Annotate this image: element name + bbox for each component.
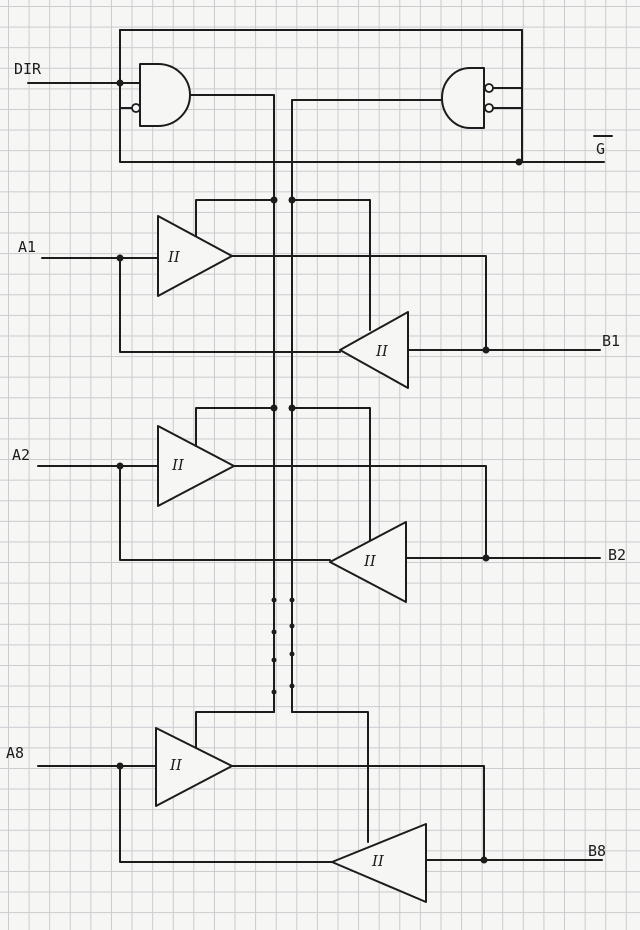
ellipsis-dot: [271, 629, 277, 635]
junction-dot: [482, 346, 490, 354]
schmitt-symbol: II: [167, 248, 181, 266]
junction-dot: [480, 856, 488, 864]
a1-return-wire: [119, 257, 341, 353]
enable-tap-wire: [195, 199, 275, 237]
dir-label: DIR: [14, 60, 42, 78]
ellipsis-dot: [289, 651, 295, 657]
enable-tap-wire: [195, 407, 275, 447]
enable-tap-wire: [291, 199, 371, 331]
enable-b-to-a-line: [291, 99, 443, 713]
ellipsis-dot: [289, 683, 295, 689]
a8-label: A8: [6, 744, 24, 762]
a2-return-wire: [119, 465, 331, 561]
b8-label: B8: [588, 842, 606, 860]
channel-8: II II: [37, 711, 603, 903]
a1-label: A1: [18, 238, 36, 256]
control-logic: [27, 29, 605, 713]
enable-tap-wire: [291, 711, 369, 843]
inversion-bubble: [484, 103, 494, 113]
junction-dot: [270, 404, 278, 412]
schmitt-symbol: II: [371, 852, 385, 870]
inversion-bubble: [484, 83, 494, 93]
ellipsis-dot: [289, 623, 295, 629]
junction-dot: [515, 158, 523, 166]
inversion-bubble: [131, 103, 141, 113]
buffer-b-to-a-1: [339, 311, 409, 389]
schmitt-symbol: II: [171, 456, 185, 474]
continuation-dots: [271, 597, 295, 695]
ellipsis-dot: [271, 657, 277, 663]
channel-1: II II: [41, 196, 601, 389]
and-gate-right: [441, 67, 485, 129]
buffer-a-to-b-8: [155, 727, 233, 807]
buffer-output-wire: [231, 255, 487, 351]
buffer-b-to-a-2: [329, 521, 407, 603]
ellipsis-dot: [271, 597, 277, 603]
ellipsis-dot: [289, 597, 295, 603]
buffer-output-wire: [233, 465, 487, 559]
enable-a-to-b-line: [189, 94, 275, 713]
junction-dot: [270, 196, 278, 204]
a2-label: A2: [12, 446, 30, 464]
enable-tap-wire: [291, 407, 371, 541]
b1-label: B1: [602, 332, 620, 350]
buffer-b-to-a-8: [331, 823, 427, 903]
ellipsis-dot: [271, 689, 277, 695]
left-control-loop: [119, 29, 605, 163]
channel-2: II II: [37, 404, 601, 603]
and-gate-left: [139, 63, 191, 127]
schmitt-symbol: II: [363, 552, 377, 570]
schmitt-symbol: II: [169, 756, 183, 774]
buffer-output-wire: [231, 765, 485, 861]
b2-label: B2: [608, 546, 626, 564]
g-bar-label: G: [596, 140, 605, 158]
junction-dot: [116, 79, 124, 87]
enable-tap-wire: [195, 711, 275, 749]
a8-return-wire: [119, 765, 333, 863]
junction-dot: [288, 404, 296, 412]
junction-dot: [288, 196, 296, 204]
junction-dot: [482, 554, 490, 562]
schmitt-symbol: II: [375, 342, 389, 360]
